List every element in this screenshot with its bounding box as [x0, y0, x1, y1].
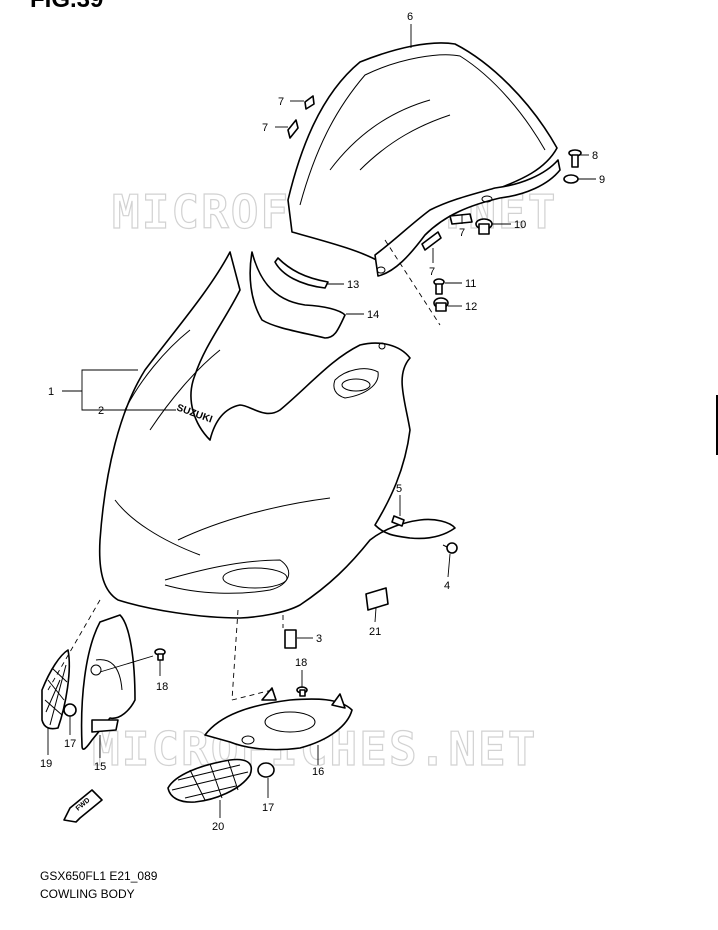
callout-5: 5 [396, 483, 402, 495]
callout-18a: 18 [156, 681, 168, 693]
callout-16: 16 [312, 766, 324, 778]
callout-20: 20 [212, 821, 224, 833]
callout-10: 10 [514, 219, 526, 231]
bracket-hole-2 [481, 195, 493, 203]
callout-9: 9 [599, 174, 605, 186]
leader-line [447, 553, 451, 578]
figure-title: FIG.39 [30, 0, 103, 14]
callout-12: 12 [465, 301, 477, 313]
callout-17a: 17 [64, 738, 76, 750]
trim-13 [274, 257, 329, 289]
callout-4: 4 [444, 580, 450, 592]
screw-11 [433, 278, 445, 295]
leader-line [374, 607, 377, 623]
label-21 [365, 587, 389, 611]
callout-3: 3 [316, 633, 322, 645]
leader-line [62, 369, 176, 411]
cushion-7a [304, 95, 315, 110]
mesh-19 [41, 649, 71, 730]
grommet-17b [257, 762, 275, 778]
callout-19: 19 [40, 758, 52, 770]
callout-7b: 7 [262, 122, 268, 134]
page-edge-mark [716, 395, 718, 455]
lower-duct-16 [204, 687, 353, 751]
callout-8: 8 [592, 150, 598, 162]
callout-17b: 17 [262, 802, 274, 814]
bracket-hole [376, 266, 386, 274]
screw-18b [296, 686, 308, 697]
mesh-20 [167, 758, 252, 803]
main-cowling [98, 251, 456, 619]
screen-bracket [374, 159, 561, 277]
section-title: COWLING BODY [40, 887, 135, 901]
bracket-3 [284, 629, 297, 649]
callout-2: 2 [98, 405, 104, 417]
model-code: GSX650FL1 E21_089 [40, 869, 158, 883]
callout-15: 15 [94, 761, 106, 773]
grommet-17a [63, 703, 77, 717]
cushion-7c [449, 213, 473, 225]
clip-5 [391, 515, 405, 527]
inner-panel-15 [80, 614, 136, 750]
trim-14 [249, 251, 346, 339]
callout-21: 21 [369, 626, 381, 638]
callout-1: 1 [48, 386, 54, 398]
cushion-7d [421, 231, 442, 251]
assembly-line [231, 609, 239, 701]
screw-4 [442, 542, 458, 554]
cushion-7b [287, 119, 299, 139]
washer-9 [563, 174, 579, 184]
callout-7a: 7 [278, 96, 284, 108]
callout-14: 14 [367, 309, 379, 321]
nut-12 [433, 297, 449, 312]
callout-6: 6 [407, 11, 413, 23]
fwd-arrow-icon: FWD [63, 789, 103, 823]
callout-13: 13 [347, 279, 359, 291]
screw-18a [154, 648, 166, 661]
assembly-line [231, 689, 273, 701]
callout-18b: 18 [295, 657, 307, 669]
leader-line [99, 655, 154, 673]
assembly-line [384, 239, 441, 326]
nut-10 [475, 218, 493, 235]
screw-8 [568, 149, 582, 168]
callout-7c: 7 [459, 227, 465, 239]
callout-11: 11 [465, 278, 476, 290]
callout-7d: 7 [429, 266, 435, 278]
